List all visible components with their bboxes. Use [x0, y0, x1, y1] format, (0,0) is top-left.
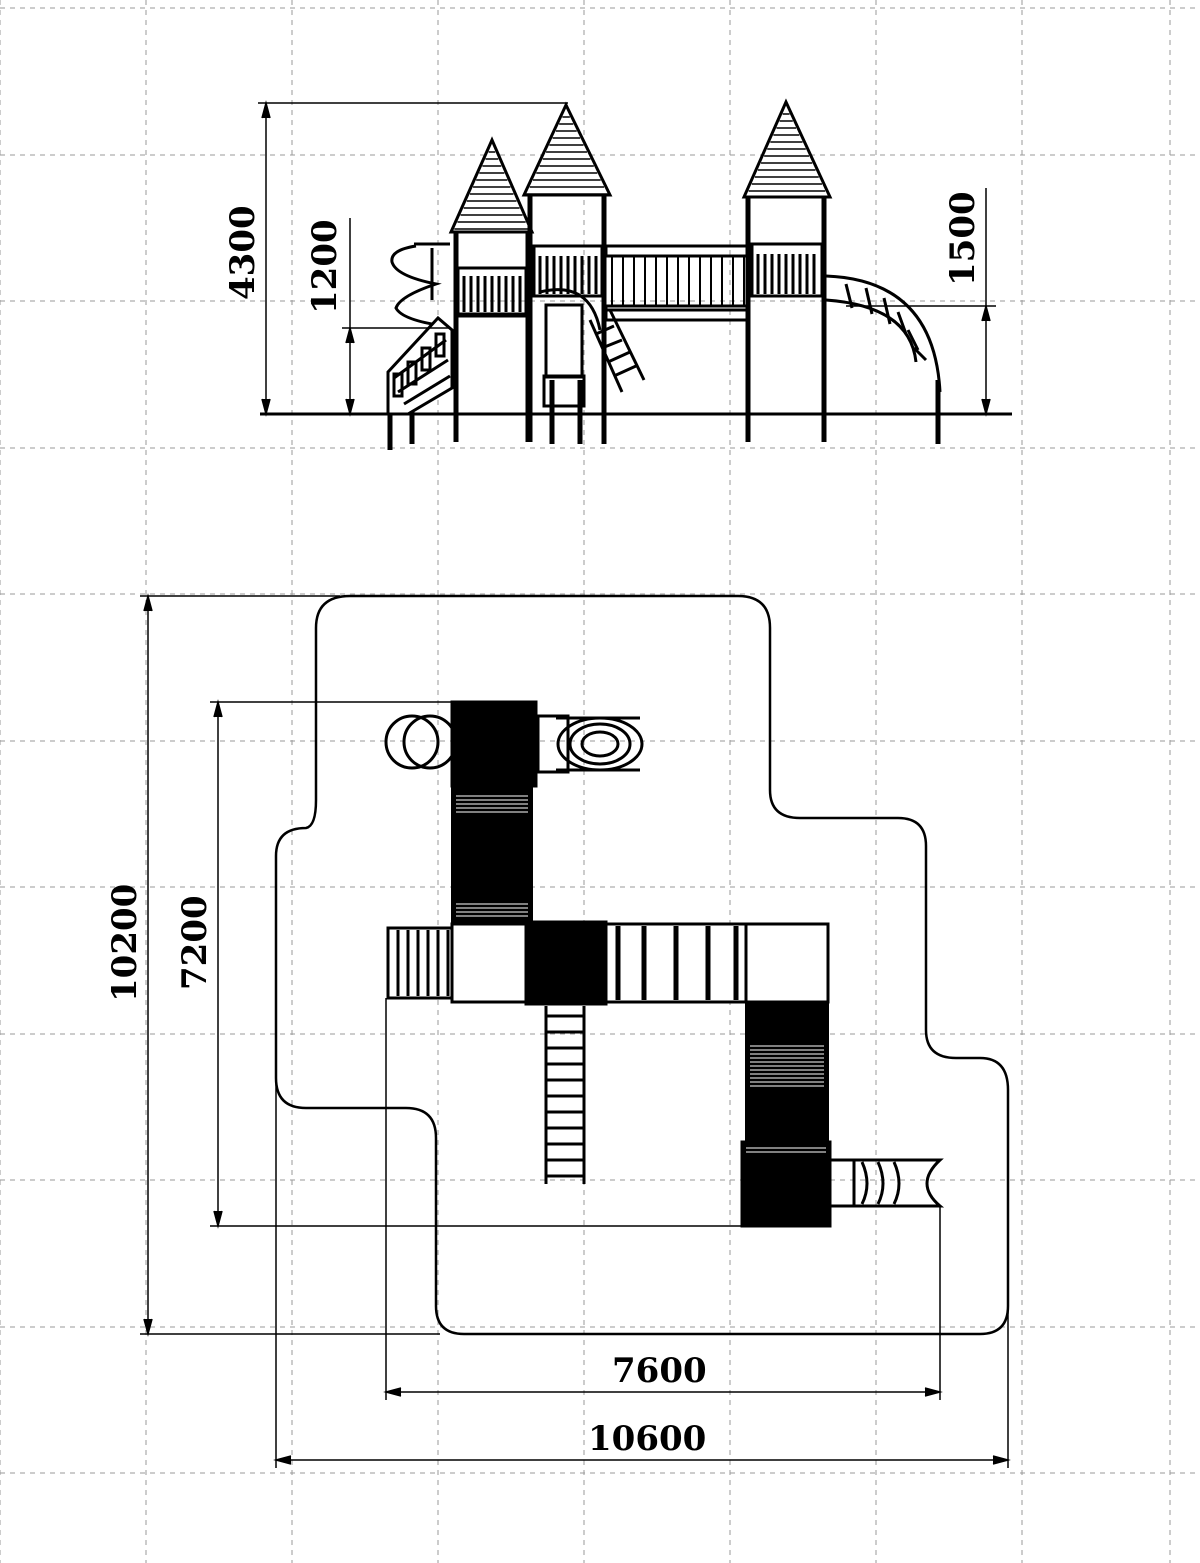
dim-slide-height	[846, 188, 996, 417]
plan-slide-exit	[828, 1158, 945, 1208]
dim-structure-length	[210, 699, 742, 1229]
tower-roof-center	[521, 101, 613, 197]
tower-posts	[387, 195, 941, 450]
plan-tower-top	[450, 700, 538, 923]
dim-deck-height	[342, 218, 450, 417]
bridge	[604, 244, 750, 322]
elevation-view	[258, 98, 1012, 450]
label-structure-length: 7200	[175, 895, 215, 990]
dim-structure-width	[383, 998, 943, 1400]
left-stairs	[386, 315, 454, 416]
plan-dimension-labels: 10200 7200 7600 10600	[105, 884, 707, 1459]
dim-total-height	[258, 100, 568, 417]
plan-ladder	[544, 1006, 586, 1184]
label-overall-length: 10200	[105, 884, 145, 1002]
spiral-slide	[390, 242, 450, 328]
plan-tower-bottom	[740, 1001, 832, 1228]
dim-overall-length	[140, 593, 440, 1337]
tower-roof-right	[741, 98, 833, 199]
tower-roof-left	[448, 136, 535, 234]
label-overall-width: 10600	[588, 1419, 706, 1459]
center-ladder	[588, 309, 646, 393]
label-slide-height: 1500	[943, 191, 983, 286]
label-total-height: 4300	[223, 205, 263, 300]
plan-spiral-slide	[384, 714, 458, 770]
tube-slide	[825, 274, 942, 393]
label-structure-width: 7600	[612, 1351, 707, 1391]
railing-right	[750, 242, 824, 298]
railing-center	[532, 244, 604, 298]
safety-zone-outline	[274, 594, 1010, 1336]
elevation-dimension-labels: 4300 1200 1500	[223, 191, 983, 314]
plan-middle-row	[386, 920, 830, 1006]
dim-overall-width	[273, 1078, 1011, 1468]
center-slide	[539, 288, 602, 408]
plan-tube	[536, 714, 644, 774]
railing-left	[456, 266, 528, 316]
label-deck-height: 1200	[305, 219, 345, 314]
plan-view	[140, 593, 1011, 1468]
